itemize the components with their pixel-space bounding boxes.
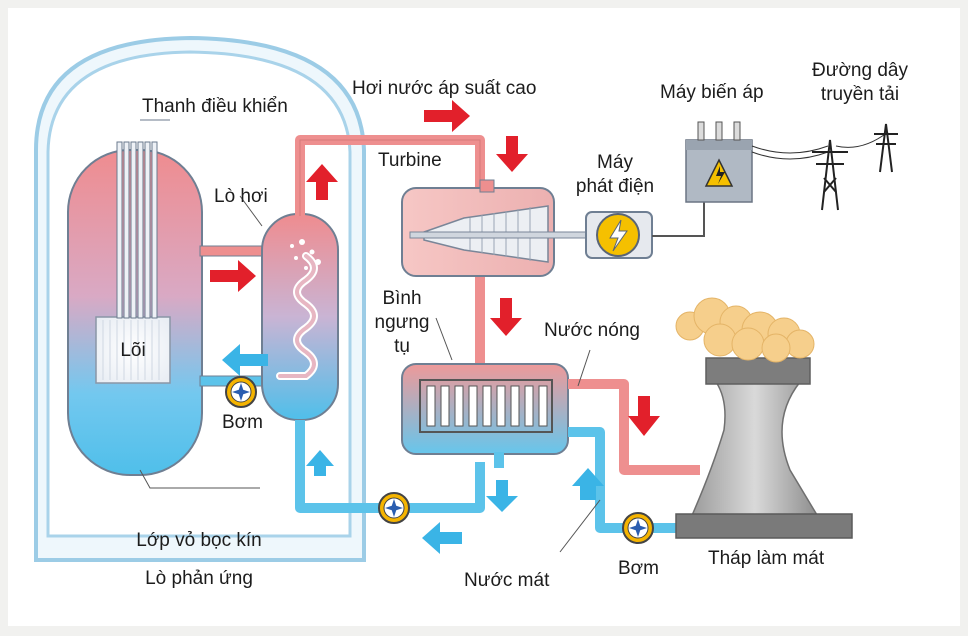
arrow-steam-right xyxy=(424,100,470,132)
label-pump-cooling: Bơm xyxy=(618,558,659,579)
label-condenser-2: ngưng xyxy=(374,312,430,333)
cooling-tower-base xyxy=(675,513,853,539)
steam-generator xyxy=(261,213,339,421)
arrow-condenser-down xyxy=(486,480,518,512)
arrow-primary-right xyxy=(210,260,256,292)
red-arrows xyxy=(210,100,660,436)
power-cable xyxy=(652,202,705,237)
turbine-exhaust-pipe xyxy=(475,275,485,370)
pump-icon-feedwater xyxy=(378,492,410,524)
pump-icon-primary xyxy=(225,376,257,408)
hot-water-line xyxy=(568,379,700,475)
label-pump-primary: Bơm xyxy=(222,412,263,433)
label-transmission-2: truyền tải xyxy=(820,84,900,105)
label-generator-2: phát điện xyxy=(575,176,655,197)
label-condenser-1: Bình xyxy=(382,288,422,309)
arrow-cooling-left xyxy=(422,522,462,554)
label-cooling-tower: Tháp làm mát xyxy=(708,548,825,569)
arrow-hot-water-down xyxy=(628,396,660,436)
turbine-shaft xyxy=(409,231,605,239)
arrow-primary-left xyxy=(222,344,268,376)
label-generator-1: Máy xyxy=(597,152,633,173)
transmission-tower-icon xyxy=(812,139,848,211)
arrow-feed-up xyxy=(306,450,334,476)
control-rods xyxy=(116,141,158,319)
label-core: Lõi xyxy=(120,340,146,361)
steam-cloud-icon xyxy=(675,297,815,363)
arrow-exhaust-down xyxy=(490,298,522,336)
reactor-core xyxy=(95,316,171,384)
label-condenser-3: tụ xyxy=(394,336,410,357)
label-control-rods: Thanh điều khiển xyxy=(142,96,288,117)
label-steam-generator: Lò hơi xyxy=(214,186,268,207)
transmission-tower-icon-2 xyxy=(874,123,898,173)
condenser-tubes xyxy=(419,379,553,433)
arrow-cold-up xyxy=(572,468,604,500)
label-transmission-1: Đường dây xyxy=(812,60,908,81)
arrow-steam-down xyxy=(496,136,528,172)
label-transformer: Máy biến áp xyxy=(660,82,764,103)
blue-arrows xyxy=(222,344,604,554)
cooling-tower-top xyxy=(705,357,811,385)
pump-icon-cooling xyxy=(622,512,654,544)
cooling-tower xyxy=(688,381,822,521)
label-turbine: Turbine xyxy=(378,150,442,171)
label-reactor: Lò phản ứng xyxy=(145,568,253,589)
label-cooling-water: Nước mát xyxy=(464,570,550,591)
label-containment: Lớp vỏ bọc kín xyxy=(136,530,262,551)
steam-bubbles xyxy=(290,239,321,270)
lightning-icon xyxy=(609,219,628,252)
arrow-steam-up xyxy=(306,164,338,200)
leader-lines xyxy=(139,195,601,553)
label-hot-water: Nước nóng xyxy=(544,320,640,341)
label-high-pressure-steam: Hơi nước áp suất cao xyxy=(352,78,537,99)
